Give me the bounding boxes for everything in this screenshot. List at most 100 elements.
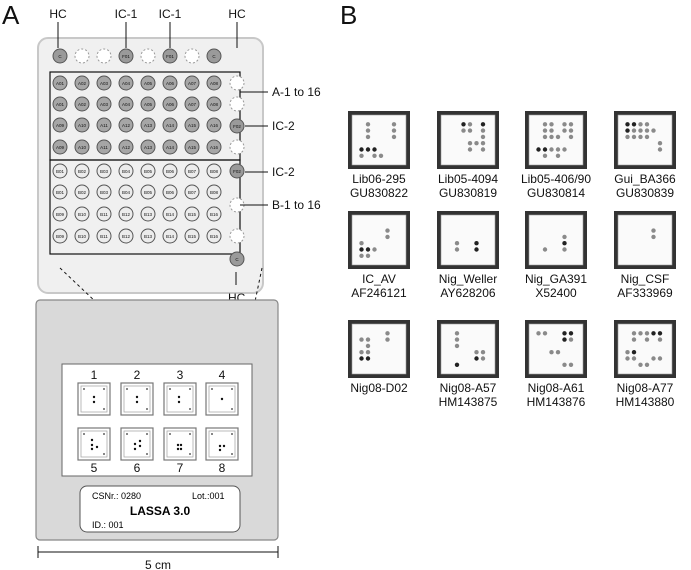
probe-label: B05	[144, 190, 153, 195]
signal-spot	[454, 362, 460, 367]
probe-label: A11	[100, 123, 108, 128]
spot	[169, 433, 171, 435]
probe-label: A06	[166, 102, 175, 107]
probe-dot: A02	[74, 96, 90, 112]
probe-label: A15	[188, 145, 197, 150]
spot	[138, 439, 142, 443]
probe-label: A06	[166, 81, 175, 86]
signal-spot	[454, 343, 460, 349]
probe-dot: A12	[118, 139, 134, 155]
accession-number: AY628206	[440, 286, 495, 300]
signal-spot	[638, 331, 643, 336]
probe-label: A12	[122, 123, 131, 128]
signal-spot	[542, 247, 548, 252]
signal-spot	[651, 331, 656, 336]
probe-dot: A02	[74, 75, 90, 91]
signal-spot	[638, 134, 643, 140]
probe-label: C	[58, 54, 62, 59]
spot	[103, 408, 105, 410]
spot	[138, 444, 142, 448]
probe-label: A08	[210, 81, 219, 86]
probe-dot: A13	[140, 139, 156, 155]
signal-spot	[568, 122, 574, 127]
probe-label: F02	[233, 124, 241, 129]
spot	[169, 388, 171, 390]
signal-spot	[638, 128, 643, 133]
well: 4	[205, 368, 239, 416]
signal-spot	[562, 128, 567, 133]
probe-dot: B08	[206, 184, 222, 200]
probe-dot	[96, 48, 112, 64]
probe-label: B10	[78, 212, 87, 217]
signal-spot	[536, 331, 541, 336]
probe-dot: A14	[162, 117, 178, 133]
probe-dot: A07	[184, 75, 200, 91]
probe-dot: B16	[206, 228, 222, 244]
signal-spot	[631, 350, 637, 355]
isolate-name: Nig08-D02	[350, 381, 408, 395]
signal-spot	[359, 356, 364, 361]
well: 8	[205, 427, 239, 475]
signal-spot	[625, 134, 630, 140]
well-number: 7	[177, 461, 184, 475]
spot	[189, 453, 191, 455]
signal-spot	[365, 122, 371, 127]
spot	[146, 388, 148, 390]
signal-spot	[474, 141, 479, 146]
probe-label: A11	[100, 145, 108, 150]
top-label: HC	[228, 7, 246, 21]
spot	[133, 442, 137, 446]
spot	[231, 453, 233, 455]
signal-spot	[480, 147, 486, 152]
probe-label: C	[235, 257, 239, 262]
probe-dot: A13	[140, 117, 156, 133]
probe-dot: B13	[140, 206, 156, 222]
probe-label: B12	[122, 234, 131, 239]
signal-spot	[467, 122, 473, 127]
spot	[176, 443, 180, 447]
probe-label: B06	[166, 190, 175, 195]
signal-spot	[568, 134, 574, 140]
signal-spot	[454, 331, 460, 336]
signal-spot	[542, 122, 548, 127]
top-label: IC-1	[159, 7, 182, 21]
signal-spot	[568, 331, 574, 336]
csnr-text: CSNr.: 0280	[92, 491, 141, 501]
signal-spot	[391, 134, 397, 140]
isolate-name: Lib06-295	[352, 172, 406, 186]
probe-dot: A16	[206, 139, 222, 155]
signal-spot	[359, 337, 364, 342]
isolate-name: Lib05-406/90	[521, 172, 591, 186]
signal-spot	[631, 356, 637, 361]
signal-spot	[461, 128, 466, 133]
well: 7	[163, 427, 197, 475]
probe-dot: A15	[184, 117, 200, 133]
signal-spot	[359, 241, 364, 246]
probe-label: A02	[78, 81, 87, 86]
probe-dot: B03	[96, 184, 112, 200]
spot	[103, 433, 105, 435]
probe-label: F02	[233, 169, 241, 174]
probe-dot: A09	[52, 139, 68, 155]
signal-spot	[480, 134, 486, 140]
probe-label: A08	[210, 102, 219, 107]
isolate-name: Gui_BA366	[614, 172, 676, 186]
probe-dot: A16	[206, 117, 222, 133]
probe-dot: F01	[162, 48, 178, 64]
probe-label: B15	[188, 212, 197, 217]
probe-dot: B01	[52, 163, 68, 179]
spot	[126, 433, 128, 435]
probe-dot	[140, 48, 156, 64]
probe-dot: B05	[140, 163, 156, 179]
probe-label: C	[212, 54, 216, 59]
well-number: 1	[91, 368, 98, 382]
well-number: 8	[219, 461, 226, 475]
probe-label: B08	[210, 169, 219, 174]
signal-spot	[562, 337, 567, 342]
signal-spot	[549, 350, 554, 355]
